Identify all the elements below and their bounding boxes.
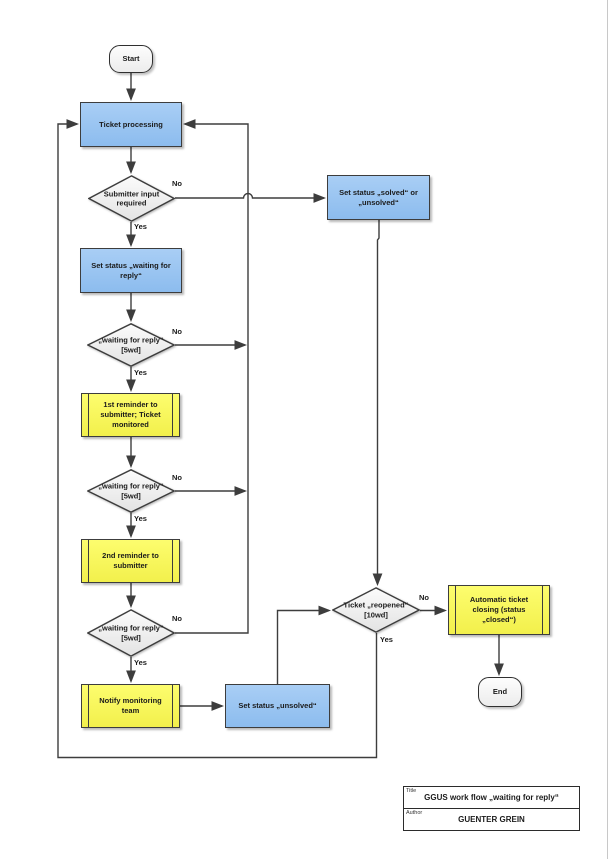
- subprocess-label: 2nd reminder to submitter: [102, 551, 159, 570]
- process-label: Set status „solved“ or „unsolved“: [339, 187, 418, 207]
- subprocess-notify-monitoring: Notify monitoring team: [81, 684, 180, 728]
- diamond-shape: [332, 587, 420, 633]
- process-ticket-processing: Ticket processing: [80, 102, 182, 147]
- decision-label: Submitter input required: [103, 188, 160, 208]
- title-block: Title GGUS work flow „waiting for reply“…: [403, 786, 580, 831]
- subprocess-label: Automatic ticket closing (status „closed…: [469, 595, 529, 624]
- decision-waiting-1: „waiting for reply“ [5wd]: [87, 323, 175, 367]
- title-field-label: Title: [406, 788, 417, 794]
- edge-label-yes: Yes: [134, 658, 147, 667]
- diamond-shape: [87, 609, 175, 657]
- author-field-label: Author: [406, 810, 423, 816]
- process-set-waiting-for-reply: Set status „waiting for reply“: [80, 248, 182, 293]
- subprocess-first-reminder: 1st reminder to submitter; Ticket monito…: [81, 393, 180, 437]
- edge-label-yes: Yes: [134, 368, 147, 377]
- edge-label-no: No: [172, 614, 182, 623]
- diamond-shape: [87, 323, 175, 367]
- edge-label-no: No: [172, 327, 182, 336]
- diamond-shape: [88, 175, 175, 222]
- decision-label: Ticket „reopened“ [10wd]: [343, 600, 409, 619]
- process-label: Ticket processing: [99, 119, 163, 129]
- subprocess-automatic-closing: Automatic ticket closing (status „closed…: [448, 585, 550, 635]
- title-block-title-row: Title GGUS work flow „waiting for reply“: [404, 787, 579, 809]
- end-label: End: [492, 687, 508, 697]
- subprocess-label: 1st reminder to submitter; Ticket monito…: [100, 400, 161, 429]
- process-set-solved-unsolved: Set status „solved“ or „unsolved“: [327, 175, 430, 220]
- diamond-shape: [87, 469, 175, 513]
- decision-submitter-input: Submitter input required: [88, 175, 175, 222]
- decision-label: „waiting for reply“ [5wd]: [98, 481, 164, 500]
- start-node: Start: [109, 45, 153, 73]
- page-edge-line: [607, 0, 608, 859]
- decision-label: „waiting for reply“ [5wd]: [98, 623, 164, 642]
- diagram-author: GUENTER GREIN: [458, 815, 525, 824]
- start-label: Start: [122, 54, 140, 64]
- process-label: Set status „unsolved“: [238, 701, 317, 711]
- process-set-unsolved: Set status „unsolved“: [225, 684, 330, 728]
- diagram-title: GGUS work flow „waiting for reply“: [424, 793, 559, 802]
- edge-label-yes: Yes: [380, 635, 393, 644]
- decision-ticket-reopened: Ticket „reopened“ [10wd]: [332, 587, 420, 633]
- title-block-author-row: Author GUENTER GREIN: [404, 809, 579, 830]
- decision-waiting-2: „waiting for reply“ [5wd]: [87, 469, 175, 513]
- edge-label-no: No: [419, 593, 429, 602]
- edge-label-no: No: [172, 473, 182, 482]
- subprocess-label: Notify monitoring team: [99, 696, 162, 715]
- edge-label-yes: Yes: [134, 222, 147, 231]
- edge-label-no: No: [172, 179, 182, 188]
- edge-label-yes: Yes: [134, 514, 147, 523]
- decision-label: „waiting for reply“ [5wd]: [98, 335, 164, 354]
- end-node: End: [478, 677, 522, 707]
- process-label: Set status „waiting for reply“: [91, 260, 171, 280]
- subprocess-second-reminder: 2nd reminder to submitter: [81, 539, 180, 583]
- decision-waiting-3: „waiting for reply“ [5wd]: [87, 609, 175, 657]
